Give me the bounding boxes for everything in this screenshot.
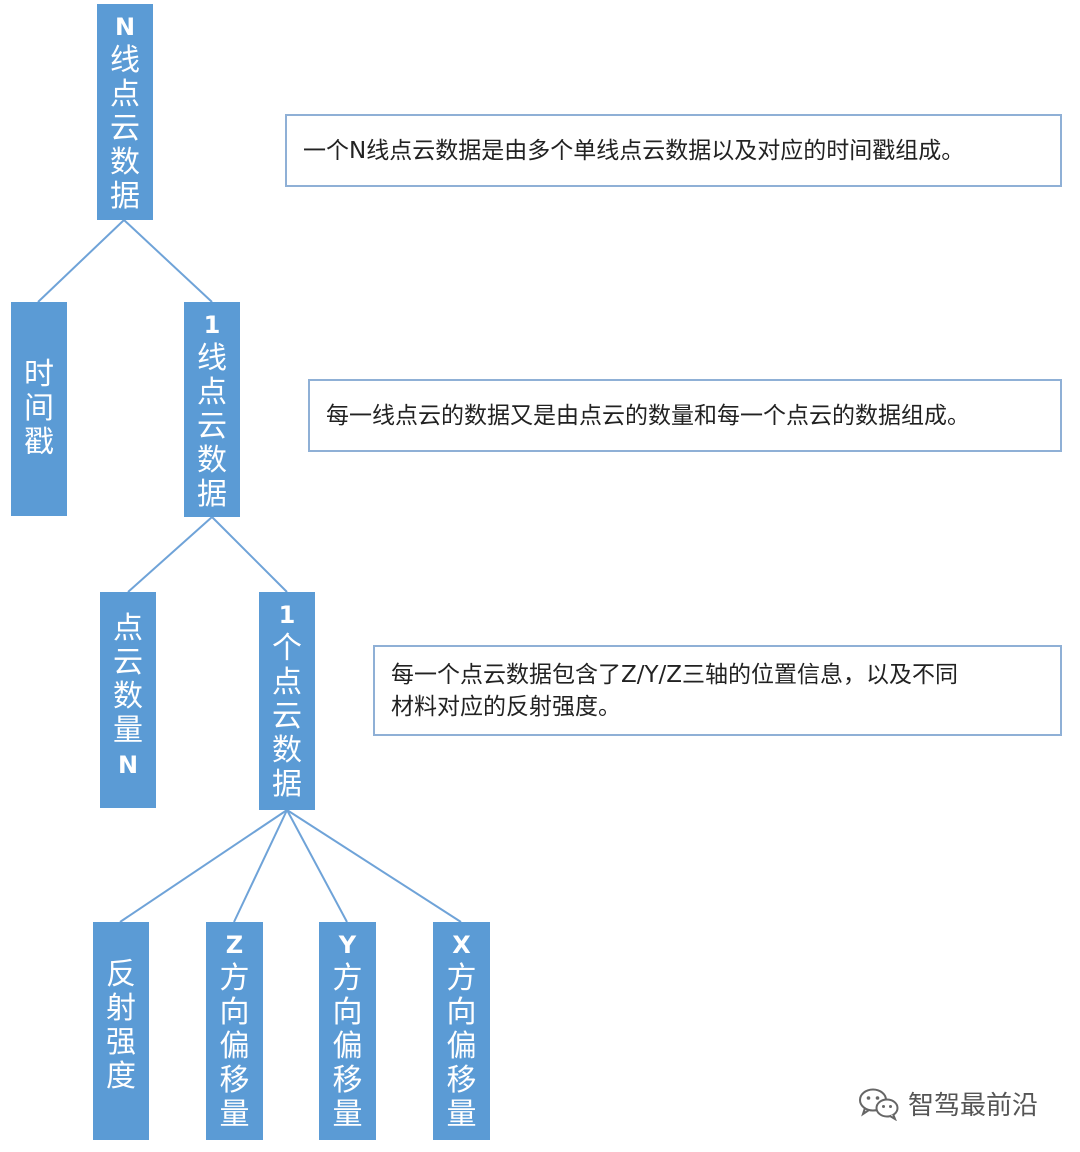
node-label-char: 向 xyxy=(219,995,250,1030)
node-label-char: 云 xyxy=(197,409,227,444)
node-label-char: 1 xyxy=(278,601,296,629)
node-label-char: 云 xyxy=(110,111,140,146)
node-label-char: 方 xyxy=(332,961,363,996)
node-label-char: X xyxy=(452,931,471,959)
note-n-line-composition: 一个N线点云数据是由多个单线点云数据以及对应的时间戳组成。 xyxy=(285,114,1062,187)
node-reflect-intensity: 反射强度 xyxy=(93,922,149,1140)
node-label-char: 数 xyxy=(113,679,143,714)
edge-point-y xyxy=(286,809,348,923)
node-label-char: 点 xyxy=(197,375,227,410)
edge-point-x xyxy=(286,809,462,923)
node-label-char: 移 xyxy=(332,1063,363,1098)
node-label-char: 点 xyxy=(110,77,140,112)
node-label-char: Z xyxy=(225,931,244,959)
wechat-icon xyxy=(859,1088,899,1121)
node-label-char: 偏 xyxy=(219,1029,250,1064)
node-label-char: N xyxy=(117,751,139,779)
node-label-char: 戳 xyxy=(24,425,54,460)
node-label-char: 据 xyxy=(197,477,227,512)
node-timestamp: 时间戳 xyxy=(11,302,67,516)
node-label-char: 移 xyxy=(219,1063,250,1098)
node-label-char: 数 xyxy=(110,145,140,180)
edge-line-point xyxy=(211,516,288,593)
node-label-char: 向 xyxy=(446,995,477,1030)
node-label-char: 反 xyxy=(106,957,136,992)
node-label-char: 量 xyxy=(446,1097,477,1132)
node-label-char: 数 xyxy=(197,443,227,478)
node-label-char: 点 xyxy=(113,611,143,646)
node-label-char: 数 xyxy=(272,733,302,768)
node-label-char: N xyxy=(114,13,136,41)
node-label-char: 量 xyxy=(113,713,143,748)
node-label-char: 方 xyxy=(446,961,477,996)
node-label-char: 偏 xyxy=(446,1029,477,1064)
node-label-char: 强 xyxy=(106,1025,136,1060)
node-label-char: 射 xyxy=(106,991,136,1026)
node-label-char: 云 xyxy=(272,699,302,734)
node-label-char: Y xyxy=(338,931,357,959)
node-label-char: 云 xyxy=(113,645,143,680)
node-label-char: 偏 xyxy=(332,1029,363,1064)
node-label-char: 线 xyxy=(110,43,140,78)
node-label-char: 方 xyxy=(219,961,250,996)
edge-root-timestamp xyxy=(37,219,125,303)
node-label-char: 向 xyxy=(332,995,363,1030)
node-label-char: 时 xyxy=(24,357,54,392)
node-label-char: 点 xyxy=(272,665,302,700)
note-line-composition: 每一线点云的数据又是由点云的数量和每一个点云的数据组成。 xyxy=(308,379,1062,452)
watermark-text: 智驾最前沿 xyxy=(908,1091,1039,1121)
node-label-char: 度 xyxy=(106,1059,136,1094)
edge-point-z xyxy=(233,809,288,923)
node-label-char: 间 xyxy=(24,391,54,426)
node-label-char: 据 xyxy=(272,767,302,802)
watermark: 智驾最前沿 xyxy=(858,1085,1038,1122)
edge-root-line xyxy=(123,219,213,303)
node-label-char: 量 xyxy=(332,1097,363,1132)
node-label-char: 线 xyxy=(197,341,227,376)
node-label-char: 移 xyxy=(446,1063,477,1098)
node-label-char: 据 xyxy=(110,179,140,214)
edge-point-intensity xyxy=(119,809,288,923)
node-label-char: 量 xyxy=(219,1097,250,1132)
node-label-char: 个 xyxy=(272,631,302,666)
note-point-composition: 每一个点云数据包含了Z/Y/Z三轴的位置信息，以及不同 材料对应的反射强度。 xyxy=(373,645,1062,736)
edge-line-count xyxy=(127,516,213,593)
node-label-char: 1 xyxy=(203,311,221,339)
